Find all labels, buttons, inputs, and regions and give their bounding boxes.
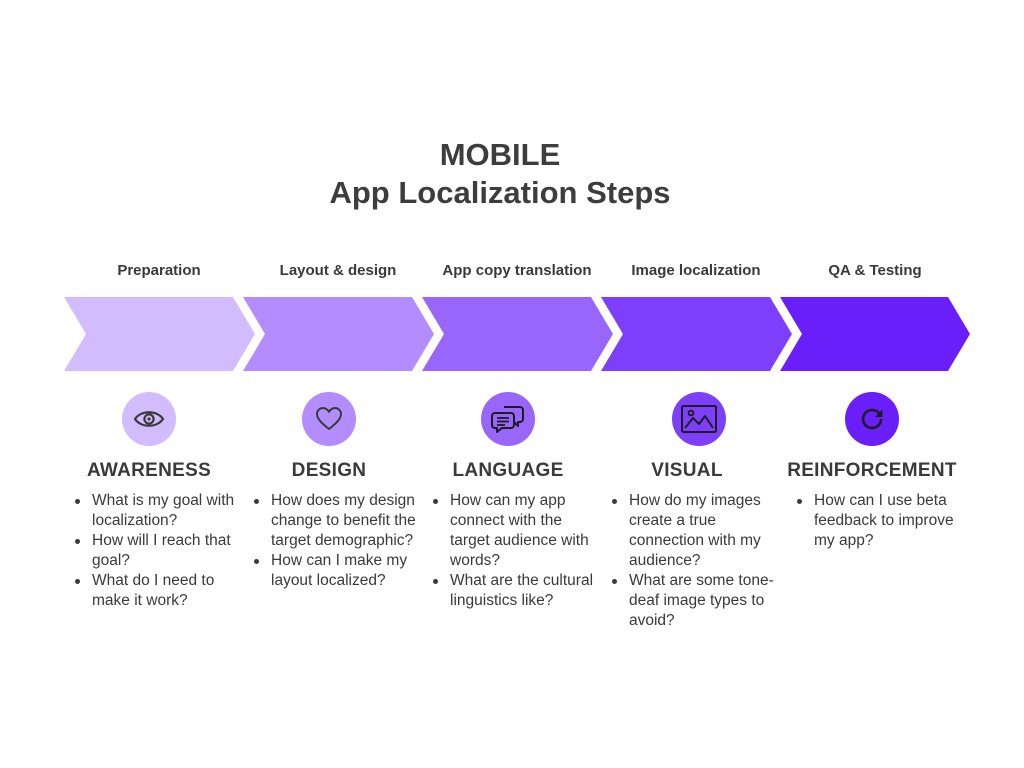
list-item: How can my app connect with the target a…: [430, 491, 600, 571]
list-item: What are the cultural linguistics like?: [430, 571, 600, 611]
bullet-list-design: How does my design change to benefit the…: [251, 491, 421, 591]
chat-bubbles-icon: [491, 406, 524, 433]
chevron-qa-testing: [780, 297, 970, 371]
list-item: What do I need to make it work?: [72, 571, 242, 611]
chevron-preparation: [64, 297, 255, 371]
chevron-image-localization: [601, 297, 792, 371]
list-item: What is my goal with localization?: [72, 491, 242, 531]
list-item: How can I use beta feedback to improve m…: [794, 491, 964, 551]
step-label-layout-design: Layout & design: [279, 262, 397, 279]
image-icon: [681, 405, 717, 433]
icon-circle-awareness: [122, 392, 176, 446]
step-label-qa-testing: QA & Testing: [828, 262, 922, 279]
step-label-image-localization: Image localization: [631, 262, 761, 279]
title-line-1: MOBILE: [439, 137, 561, 172]
icon-circle-design: [302, 392, 356, 446]
icon-circle-visual: [672, 392, 726, 446]
heading-reinforcement: REINFORCEMENT: [787, 460, 957, 481]
step-label-preparation: Preparation: [117, 262, 201, 279]
list-item: How does my design change to benefit the…: [251, 491, 421, 551]
bullet-list-reinforcement: How can I use beta feedback to improve m…: [794, 491, 964, 551]
refresh-icon: [861, 408, 883, 430]
eye-icon: [133, 411, 165, 427]
title-line-2: App Localization Steps: [329, 175, 671, 210]
heading-design: DESIGN: [291, 460, 367, 481]
bullet-list-visual: How do my images create a true connectio…: [609, 491, 779, 631]
step-label-app-copy-translation: App copy translation: [442, 262, 592, 279]
list-item: What are some tone-deaf image types to a…: [609, 571, 779, 631]
chevron-app-copy-translation: [422, 297, 613, 371]
list-item: How will I reach that goal?: [72, 531, 242, 571]
heading-language: LANGUAGE: [452, 460, 564, 481]
icon-circle-language: [481, 392, 535, 446]
list-item: How do my images create a true connectio…: [609, 491, 779, 571]
bullet-list-awareness: What is my goal with localization? How w…: [72, 491, 242, 611]
heading-awareness: AWARENESS: [86, 460, 212, 481]
bullet-list-language: How can my app connect with the target a…: [430, 491, 600, 611]
icon-circle-reinforcement: [845, 392, 899, 446]
heart-icon: [316, 407, 342, 430]
chevron-layout-design: [243, 297, 434, 371]
list-item: How can I make my layout localized?: [251, 551, 421, 591]
heading-visual: VISUAL: [651, 460, 723, 481]
